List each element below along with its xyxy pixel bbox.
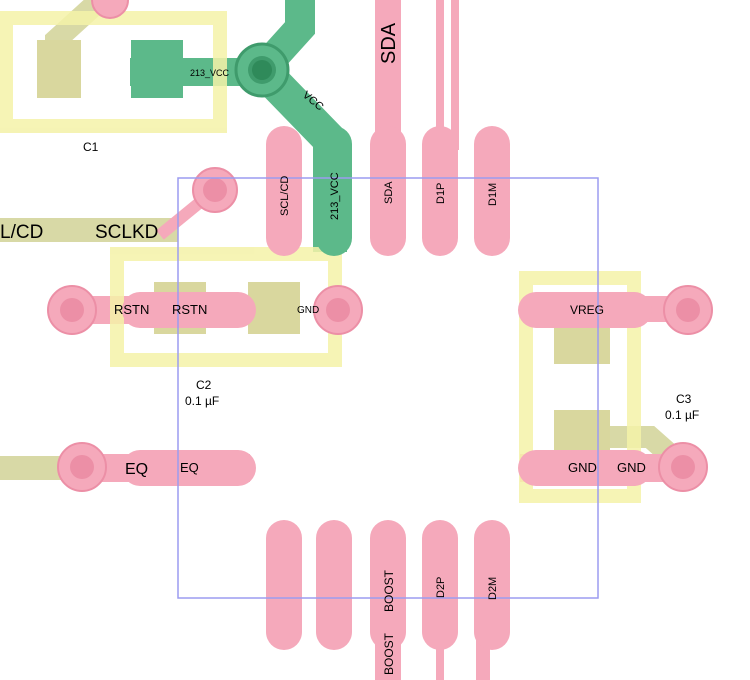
ic-outline: [177, 177, 599, 599]
pin-label-213-vcc: 213_VCC: [329, 172, 341, 220]
net-boost-bottom: BOOST: [382, 632, 396, 675]
pin-label-gnd-c2: GND: [297, 305, 319, 316]
via-eq[interactable]: [57, 442, 107, 492]
vias: [47, 0, 713, 492]
pin-label-scl-cd: SCL/CD: [279, 176, 291, 216]
pin-bottom-2[interactable]: [316, 520, 352, 650]
pin-label-rstn-right: RSTN: [172, 302, 207, 317]
silkscreen: [0, 11, 641, 503]
pin-rstn[interactable]: [122, 292, 256, 328]
net-213-vcc-c1: 213_VCC: [190, 68, 230, 78]
pin-label-eq: EQ: [180, 460, 199, 475]
net-eq-left: EQ: [125, 461, 148, 478]
c2-ref: C2: [196, 378, 212, 392]
pin-label-d2p: D2P: [435, 577, 447, 598]
pin-d2m[interactable]: [474, 520, 510, 650]
via-c1-top[interactable]: [91, 0, 129, 19]
labels: C1 C2 0.1 µF C3 0.1 µF SDA SCLKD L/CD VC…: [0, 22, 699, 675]
via-gnd-c2[interactable]: [313, 285, 363, 335]
c1-pad-gnd: [37, 40, 81, 98]
c1-pad-vcc[interactable]: [131, 40, 183, 98]
pin-d1p[interactable]: [422, 126, 458, 256]
pin-gnd-right[interactable]: [518, 450, 652, 486]
net-lcd: L/CD: [0, 222, 43, 243]
c1-ref: C1: [83, 140, 99, 154]
pin-d2p[interactable]: [422, 520, 458, 650]
via-rstn[interactable]: [47, 285, 97, 335]
d1m-trace: [451, 0, 459, 150]
net-sclkd: SCLKD: [95, 222, 158, 243]
via-gnd-c3[interactable]: [658, 442, 708, 492]
ic-pins: [122, 126, 652, 650]
pin-213-vcc[interactable]: [316, 126, 352, 256]
d1p-trace: [436, 0, 444, 150]
pin-vreg[interactable]: [518, 292, 652, 328]
c2-value: 0.1 µF: [185, 394, 219, 408]
c3-silkscreen: [519, 271, 641, 503]
pin-label-sda: SDA: [383, 181, 395, 204]
via-sclkd[interactable]: [192, 167, 238, 213]
pin-eq[interactable]: [122, 450, 256, 486]
pin-label-d1p: D1P: [435, 183, 447, 204]
lcd-trace: [0, 218, 178, 242]
pin-label-gnd-c3-right: GND: [617, 460, 646, 475]
pin-label-vreg: VREG: [570, 303, 604, 317]
pin-label-gnd-c3-left: GND: [568, 460, 597, 475]
pin-label-rstn-left: RSTN: [114, 302, 149, 317]
pin-label-d1m: D1M: [487, 183, 499, 206]
pin-boost[interactable]: [370, 520, 406, 650]
c3-ref: C3: [676, 392, 692, 406]
c2-pad-gnd[interactable]: [248, 282, 300, 334]
via-vcc[interactable]: [234, 42, 290, 98]
smd-pads: [37, 40, 610, 468]
c3-value: 0.1 µF: [665, 408, 699, 422]
via-vreg[interactable]: [663, 285, 713, 335]
net-sda-top: SDA: [378, 22, 400, 64]
pin-scl-cd[interactable]: [266, 126, 302, 256]
pin-bottom-1[interactable]: [266, 520, 302, 650]
pin-d1m[interactable]: [474, 126, 510, 256]
pin-sda[interactable]: [370, 126, 406, 256]
pin-label-boost: BOOST: [382, 569, 396, 612]
pin-label-d2m: D2M: [487, 577, 499, 600]
sda-trace: [375, 0, 401, 150]
